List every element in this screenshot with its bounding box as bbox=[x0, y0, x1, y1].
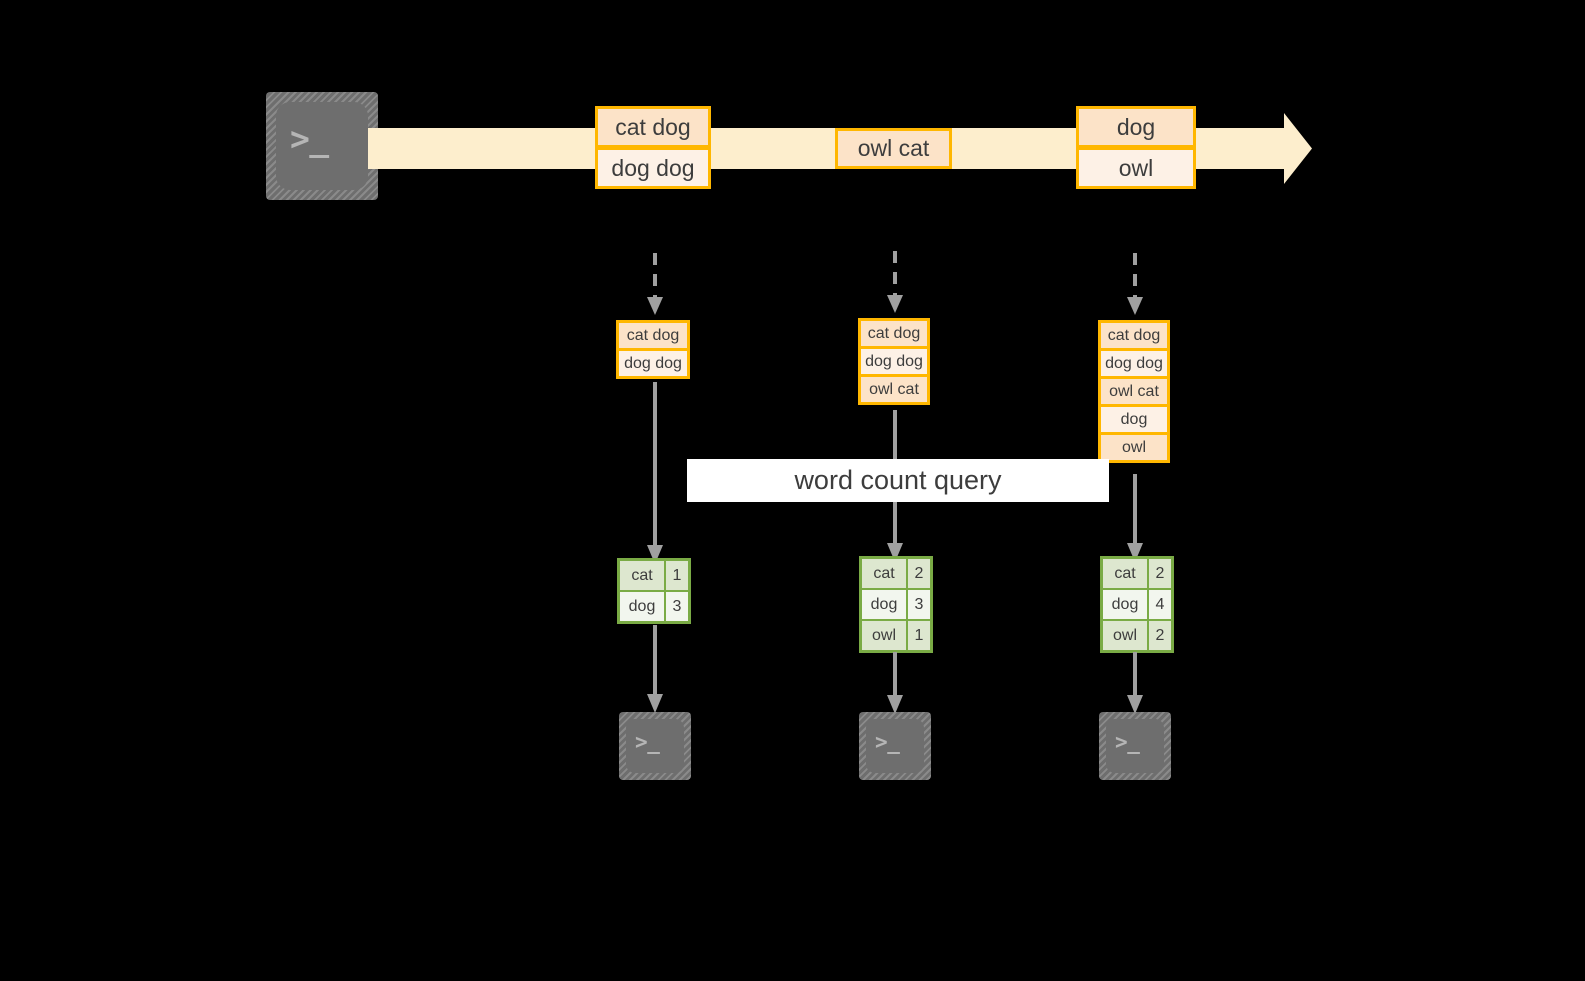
output-connector-3 bbox=[1125, 652, 1145, 714]
table-row: dog 4 bbox=[1103, 590, 1171, 619]
dashed-connector-2 bbox=[885, 251, 905, 313]
snapshot-2-log-stack: cat dog dog dog owl cat bbox=[858, 318, 930, 405]
query-connector-3 bbox=[1125, 474, 1145, 562]
table-row: dog 3 bbox=[620, 592, 688, 621]
snapshot-2-consumer-terminal-icon: >_ bbox=[859, 712, 931, 780]
word-cell: dog bbox=[1103, 590, 1147, 619]
snapshot-2-result-table: cat 2 dog 3 owl 1 bbox=[859, 556, 933, 653]
table-row: cat 1 bbox=[620, 561, 688, 590]
log-entry: cat dog bbox=[1098, 320, 1170, 351]
count-cell: 3 bbox=[666, 592, 688, 621]
snapshot-3-result-table: cat 2 dog 4 owl 2 bbox=[1100, 556, 1174, 653]
word-cell: owl bbox=[1103, 621, 1147, 650]
word-cell: cat bbox=[862, 559, 906, 588]
query-connector-1 bbox=[645, 382, 665, 564]
event-stream-arrow-head bbox=[1254, 113, 1312, 184]
log-entry: dog dog bbox=[1098, 348, 1170, 379]
stream-record-3-line-2: owl bbox=[1076, 147, 1196, 189]
table-row: owl 2 bbox=[1103, 621, 1171, 650]
output-connector-2 bbox=[885, 652, 905, 714]
table-row: cat 2 bbox=[1103, 559, 1171, 588]
stream-record-1-line-2: dog dog bbox=[595, 147, 711, 189]
terminal-screen: >_ bbox=[866, 719, 924, 773]
count-cell: 2 bbox=[1149, 621, 1171, 650]
log-entry: dog bbox=[1098, 404, 1170, 435]
stream-record-3-line-1: dog bbox=[1076, 106, 1196, 148]
terminal-prompt-glyph: >_ bbox=[290, 119, 329, 158]
query-label: word count query bbox=[687, 459, 1109, 502]
log-entry: owl bbox=[1098, 432, 1170, 463]
terminal-prompt-glyph: >_ bbox=[1115, 730, 1140, 754]
producer-terminal-icon: >_ bbox=[266, 92, 378, 200]
dashed-connector-1 bbox=[645, 253, 665, 315]
log-entry: owl cat bbox=[1098, 376, 1170, 407]
stream-record-2-line-1: owl cat bbox=[835, 128, 952, 169]
terminal-screen: >_ bbox=[1106, 719, 1164, 773]
word-cell: cat bbox=[620, 561, 664, 590]
dashed-connector-3 bbox=[1125, 253, 1145, 315]
output-connector-1 bbox=[645, 625, 665, 713]
snapshot-1-log-stack: cat dog dog dog bbox=[616, 320, 690, 379]
table-row: cat 2 bbox=[862, 559, 930, 588]
log-entry: cat dog bbox=[858, 318, 930, 349]
log-entry: cat dog bbox=[616, 320, 690, 351]
snapshot-3-consumer-terminal-icon: >_ bbox=[1099, 712, 1171, 780]
word-cell: cat bbox=[1103, 559, 1147, 588]
count-cell: 4 bbox=[1149, 590, 1171, 619]
word-cell: dog bbox=[862, 590, 906, 619]
snapshot-1-result-table: cat 1 dog 3 bbox=[617, 558, 691, 624]
table-row: owl 1 bbox=[862, 621, 930, 650]
count-cell: 2 bbox=[908, 559, 930, 588]
terminal-screen: >_ bbox=[276, 102, 368, 190]
stream-record-1-line-1: cat dog bbox=[595, 106, 711, 148]
count-cell: 3 bbox=[908, 590, 930, 619]
log-entry: owl cat bbox=[858, 374, 930, 405]
word-cell: owl bbox=[862, 621, 906, 650]
snapshot-1-consumer-terminal-icon: >_ bbox=[619, 712, 691, 780]
count-cell: 1 bbox=[666, 561, 688, 590]
word-cell: dog bbox=[620, 592, 664, 621]
terminal-prompt-glyph: >_ bbox=[635, 730, 660, 754]
log-entry: dog dog bbox=[616, 348, 690, 379]
log-entry: dog dog bbox=[858, 346, 930, 377]
count-cell: 1 bbox=[908, 621, 930, 650]
terminal-prompt-glyph: >_ bbox=[875, 730, 900, 754]
count-cell: 2 bbox=[1149, 559, 1171, 588]
terminal-screen: >_ bbox=[626, 719, 684, 773]
snapshot-3-log-stack: cat dog dog dog owl cat dog owl bbox=[1098, 320, 1170, 463]
table-row: dog 3 bbox=[862, 590, 930, 619]
